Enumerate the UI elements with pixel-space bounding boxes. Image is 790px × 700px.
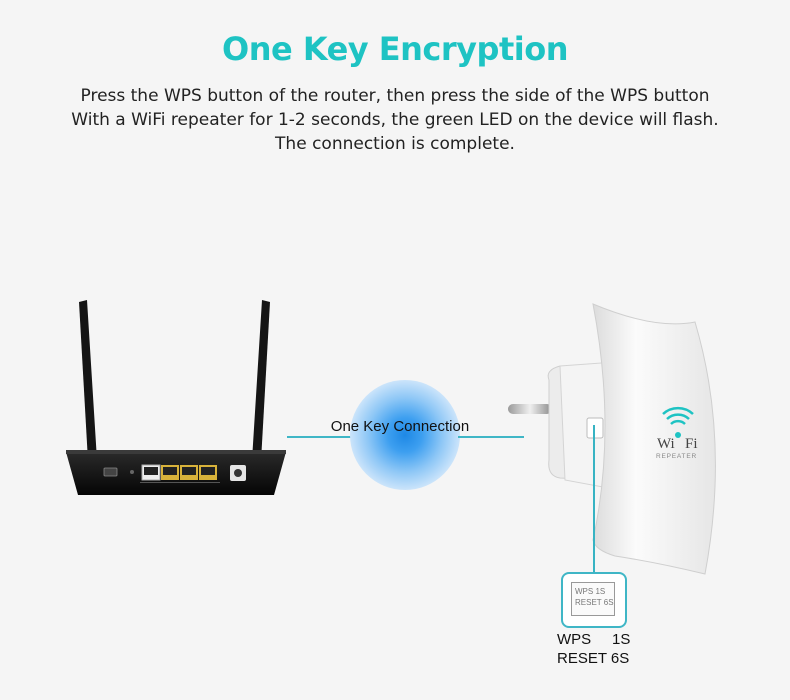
repeater-image: Wi Fi REPEATER xyxy=(508,303,716,575)
repeater-subtitle: REPEATER xyxy=(656,453,697,460)
button-label-line-2: RESET 6S xyxy=(557,650,630,667)
plug-pin xyxy=(508,404,552,414)
button-zoom-callout: WPS 1S RESET 6S xyxy=(561,572,627,628)
wifi-text-left: Wi xyxy=(657,436,675,452)
description-line-1: Press the WPS button of the router, then… xyxy=(80,86,710,106)
connection-line-right xyxy=(458,436,524,438)
antenna-right xyxy=(252,300,270,461)
signal-pulse xyxy=(350,380,460,490)
wifi-logo xyxy=(662,406,694,438)
button-label-line-1: WPS 1S xyxy=(557,631,631,648)
router-image xyxy=(66,300,286,495)
connection-line-left xyxy=(287,436,353,438)
connection-label: One Key Connection xyxy=(330,418,470,435)
zoom-label-line-1: WPS 1S xyxy=(575,587,606,596)
description-line-2: With a WiFi repeater for 1-2 seconds, th… xyxy=(71,110,719,130)
antenna-left xyxy=(79,300,97,461)
page-title: One Key Encryption xyxy=(222,30,568,68)
wps-side-button xyxy=(586,417,604,439)
zoom-label-line-2: RESET 6S xyxy=(575,598,614,607)
button-zoom-panel: WPS 1S RESET 6S xyxy=(571,582,615,616)
wifi-text-right: Fi xyxy=(685,436,698,452)
repeater-body xyxy=(592,303,716,575)
description-line-3: The connection is complete. xyxy=(275,134,515,154)
callout-line xyxy=(593,425,595,575)
